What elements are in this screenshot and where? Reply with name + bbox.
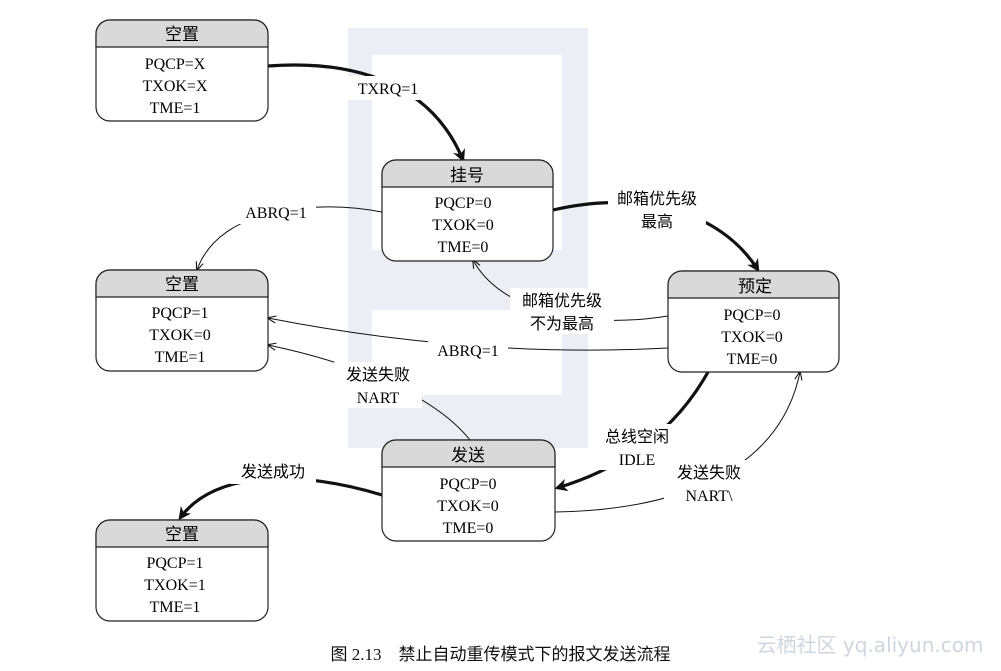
- label-fail-nart2-l1: 发送失败: [677, 464, 741, 482]
- state-transmit: 发送 PQCP=0 TXOK=0 TME=0: [381, 439, 556, 542]
- label-bus-idle-l2: IDLE: [619, 452, 655, 469]
- state-title: 预定: [738, 277, 772, 297]
- state-line: TXOK=0: [432, 217, 493, 234]
- state-title: 空置: [165, 525, 199, 545]
- state-title: 空置: [165, 275, 199, 295]
- state-idle-bottom: 空置 PQCP=1 TXOK=1 TME=1: [95, 519, 269, 622]
- state-pending: 挂号 PQCP=0 TXOK=0 TME=0: [381, 159, 554, 262]
- state-title: 挂号: [450, 166, 484, 186]
- site-watermark: 云栖社区 yq.aliyun.com: [757, 633, 984, 657]
- label-not-highest-l2: 不为最高: [530, 315, 594, 333]
- label-abrq-pending: ABRQ=1: [245, 205, 306, 222]
- state-line: PQCP=0: [439, 476, 496, 493]
- state-idle-top: 空置 PQCP=X TXOK=X TME=1: [95, 19, 269, 122]
- figure-caption: 图 2.13 禁止自动重传模式下的报文发送流程: [330, 645, 671, 664]
- label-abrq-scheduled: ABRQ=1: [437, 343, 498, 360]
- state-line: TME=1: [155, 349, 206, 366]
- state-line: TXOK=0: [721, 329, 782, 346]
- label-bus-idle-l1: 总线空闲: [605, 428, 669, 446]
- state-line: TME=0: [443, 520, 494, 537]
- state-title: 空置: [165, 25, 199, 45]
- state-line: PQCP=0: [434, 195, 491, 212]
- state-line: TME=0: [727, 351, 778, 368]
- state-line: TXOK=0: [437, 498, 498, 515]
- transition-send-success: [178, 476, 383, 521]
- state-line: TME=1: [150, 100, 201, 117]
- state-line: PQCP=1: [146, 555, 203, 572]
- state-line: TXOK=1: [144, 577, 205, 594]
- state-idle-mid: 空置 PQCP=1 TXOK=0 TME=1: [95, 269, 269, 372]
- label-fail-nart-l1: 发送失败: [346, 366, 410, 384]
- state-line: PQCP=1: [151, 305, 208, 322]
- state-line: TME=0: [438, 239, 489, 256]
- label-txrq: TXRQ=1: [358, 81, 419, 98]
- label-success: 发送成功: [241, 463, 305, 481]
- label-fail-nart-l2: NART: [357, 390, 400, 407]
- state-line: TME=1: [150, 599, 201, 616]
- state-line: TXOK=0: [149, 327, 210, 344]
- label-fail-nart2-l2: NART\: [685, 488, 733, 505]
- label-highest-l2: 最高: [641, 213, 673, 231]
- label-not-highest-l1: 邮箱优先级: [522, 292, 602, 310]
- state-scheduled: 预定 PQCP=0 TXOK=0 TME=0: [667, 270, 840, 373]
- state-line: PQCP=0: [723, 307, 780, 324]
- state-line: TXOK=X: [142, 78, 207, 95]
- state-title: 发送: [451, 446, 485, 466]
- state-line: PQCP=X: [145, 56, 206, 73]
- label-highest-l1: 邮箱优先级: [617, 190, 697, 208]
